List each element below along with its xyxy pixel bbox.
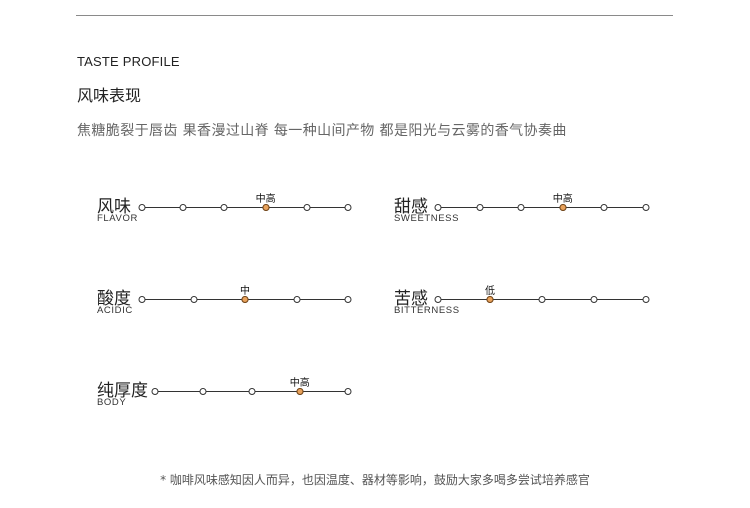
scale-tick [293, 296, 300, 303]
section-title: 风味表现 [77, 86, 142, 105]
level-label: 中 [240, 286, 250, 297]
scale-tick [199, 388, 207, 395]
metric-sublabel: SWEETNESS [394, 213, 460, 224]
body-scale: 中高 [151, 378, 352, 399]
flavor-scale: 中高 [138, 194, 352, 215]
sweetness-scale: 中高 [434, 194, 650, 215]
level-marker [241, 296, 249, 303]
section-label: TASTE PROFILE [77, 54, 180, 69]
metric-sublabel: BODY [97, 397, 127, 408]
metric-sublabel: ACIDIC [97, 305, 133, 316]
bitterness-scale: 低 [434, 286, 650, 307]
scale-tick [344, 204, 352, 211]
scale-tick [138, 296, 146, 303]
level-marker [296, 388, 304, 395]
scale-tick [434, 204, 442, 211]
scale-tick [138, 204, 146, 211]
metric-label: 苦感 [394, 289, 428, 309]
level-marker [486, 296, 494, 303]
metric-sublabel: BITTERNESS [394, 305, 460, 316]
acidic-scale: 中 [138, 286, 352, 307]
footnote: * 咖啡风味感知因人而异，也因温度、器材等影响，鼓励大家多喝多尝试培养感官 [160, 473, 590, 487]
scale-tick [642, 296, 650, 303]
scale-tick [344, 296, 352, 303]
scale-tick [220, 204, 228, 211]
tagline: 焦糖脆裂于唇齿 果香漫过山脊 每一种山间产物 都是阳光与云雾的香气协奏曲 [77, 123, 567, 139]
scale-tick [179, 204, 187, 211]
scale-tick [344, 388, 352, 395]
level-marker [559, 204, 567, 211]
scale-tick [600, 204, 608, 211]
level-label: 中高 [289, 378, 310, 389]
scale-tick [303, 204, 311, 211]
level-label: 中高 [255, 194, 276, 205]
scale-tick [248, 388, 255, 395]
metric-label: 酸度 [97, 289, 131, 309]
level-label: 低 [485, 286, 495, 297]
metric-sublabel: FLAVOR [97, 213, 138, 224]
scale-tick [151, 388, 159, 395]
metric-label: 风味 [97, 197, 131, 217]
metric-label: 纯厚度 [97, 381, 148, 401]
level-label: 中高 [552, 194, 573, 205]
metric-label: 甜感 [394, 197, 428, 217]
scale-line [438, 207, 646, 208]
scale-tick [538, 296, 546, 303]
scale-tick [190, 296, 197, 303]
scale-tick [476, 204, 484, 211]
scale-tick [590, 296, 598, 303]
top-divider [76, 15, 673, 16]
scale-tick [434, 296, 442, 303]
scale-tick [642, 204, 650, 211]
level-marker [262, 204, 270, 211]
scale-tick [517, 204, 525, 211]
scale-line [142, 207, 348, 208]
